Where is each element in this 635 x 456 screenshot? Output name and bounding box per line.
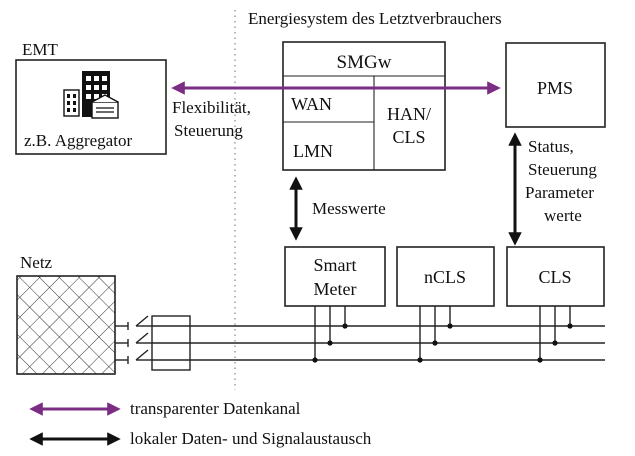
status-label-line3: Parameter xyxy=(525,183,594,202)
netz-label: Netz xyxy=(20,253,53,272)
smgw-box xyxy=(282,41,446,171)
status-label-line1: Status, xyxy=(528,137,574,156)
ncls-label: nCLS xyxy=(424,267,466,287)
messwerte-label: Messwerte xyxy=(312,199,386,218)
status-label-line4: werte xyxy=(544,206,582,225)
status-label-line2: Steuerung xyxy=(528,160,597,179)
smart-meter-label-line1: Smart xyxy=(314,255,357,275)
smgw-label: SMGw xyxy=(337,52,392,73)
pms-label: PMS xyxy=(537,78,573,98)
system-title: Energiesystem des Letztverbrauchers xyxy=(248,9,502,28)
cls-box xyxy=(506,246,605,307)
smgw-han-label: HAN/ xyxy=(387,104,431,124)
flex-label-line1: Flexibilität, xyxy=(172,98,251,117)
emt-sublabel: z.B. Aggregator xyxy=(24,131,132,150)
flex-label-line2: Steuerung xyxy=(174,121,243,140)
legend-transparent-label: transparenter Datenkanal xyxy=(130,399,301,418)
smgw-wan-label: WAN xyxy=(291,94,332,114)
smart-meter-label-line2: Meter xyxy=(314,279,357,299)
smart-meter-box xyxy=(284,246,386,307)
smgw-cls-label: CLS xyxy=(392,127,425,147)
smgw-lmn-label: LMN xyxy=(293,141,333,161)
building-icon xyxy=(63,71,119,119)
device-connections xyxy=(312,306,573,363)
emt-label: EMT xyxy=(22,40,59,59)
grid-hatched-box xyxy=(16,275,116,375)
pms-box xyxy=(505,42,606,128)
legend-local-label: lokaler Daten- und Signalaustausch xyxy=(130,429,372,448)
bus-lines xyxy=(115,315,605,371)
ncls-box xyxy=(396,246,495,307)
cls-label: CLS xyxy=(538,267,571,287)
